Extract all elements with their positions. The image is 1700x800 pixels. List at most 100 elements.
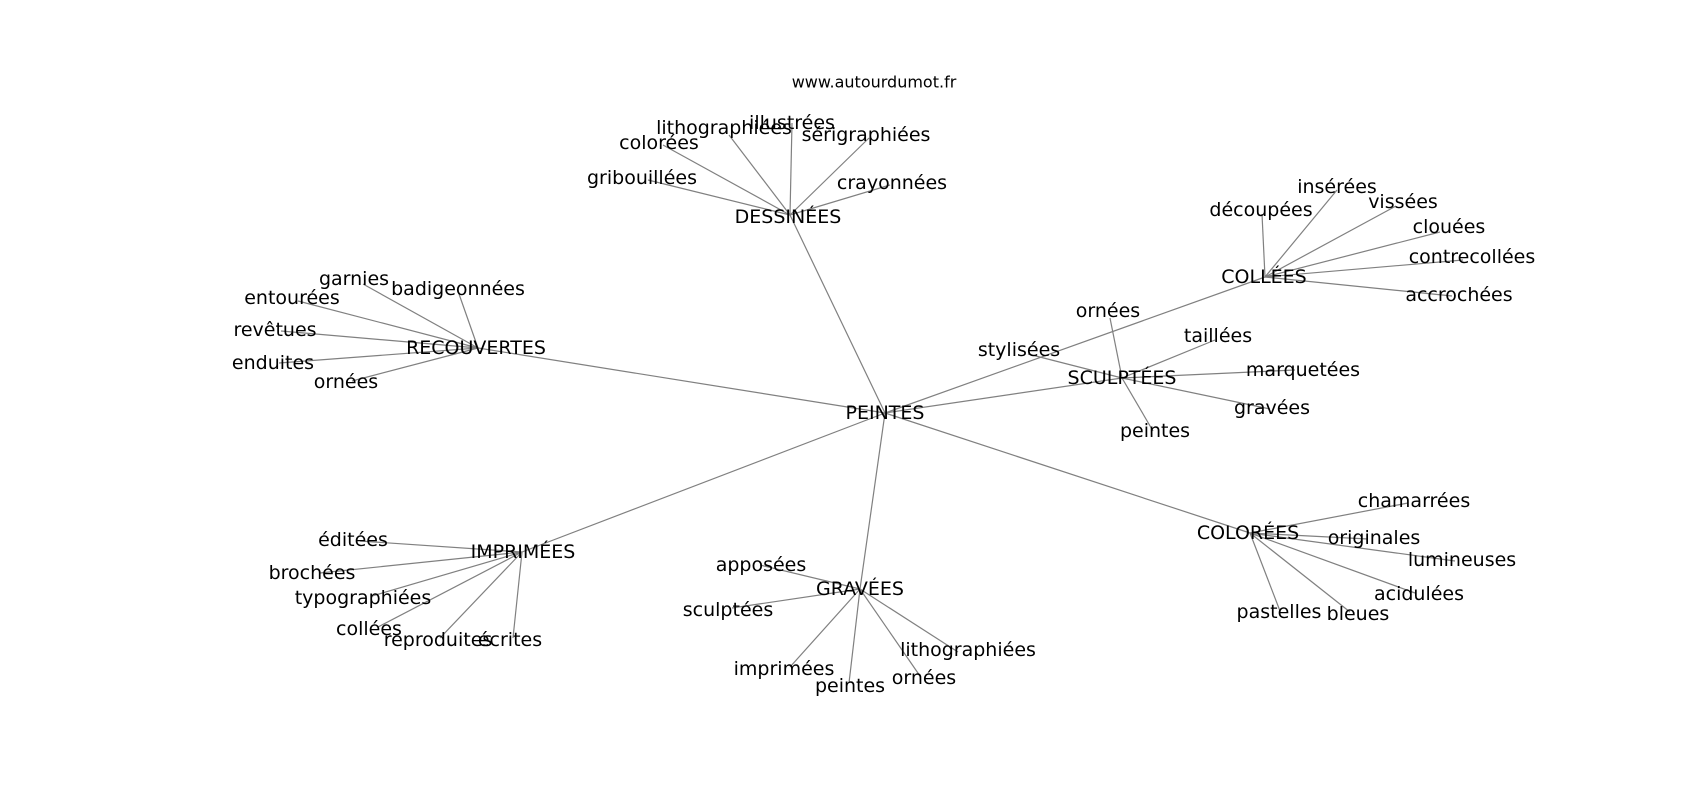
center-node-label[interactable]: PEINTES (846, 402, 925, 424)
leaf-node-label[interactable]: garnies (319, 268, 389, 290)
leaf-node-label[interactable]: ornées (314, 371, 378, 393)
edge-hub-leaf (1264, 276, 1453, 297)
edge-hub-leaf (458, 293, 479, 349)
edge-hub-leaf (1249, 532, 1281, 612)
hub-node-label[interactable]: IMPRIMÉES (471, 540, 576, 563)
leaf-node-label[interactable]: crayonnées (837, 172, 947, 194)
leaf-node-label[interactable]: sculptées (683, 599, 773, 621)
leaf-node-label[interactable]: taillées (1184, 325, 1252, 347)
edge-hub-leaf (759, 564, 861, 590)
edge-hub-leaf (512, 551, 523, 639)
edge-center-hub (521, 412, 886, 553)
edge-hub-leaf (1121, 339, 1216, 379)
edge-hub-leaf (789, 137, 870, 216)
edge-hub-leaf (1249, 532, 1416, 594)
leaf-node-label[interactable]: brochées (269, 562, 356, 584)
labels: PEINTESDESSINÉESillustréeslithographiées… (232, 112, 1535, 697)
leaf-node-label[interactable]: colorées (619, 132, 699, 154)
leaf-node-label[interactable]: acidulées (1374, 583, 1464, 605)
edge-hub-leaf (848, 588, 861, 684)
edge-hub-leaf (297, 300, 479, 349)
leaf-node-label[interactable]: vissées (1368, 191, 1438, 213)
leaf-node-label[interactable]: reproduites (384, 629, 493, 651)
leaf-node-label[interactable]: chamarrées (1358, 490, 1470, 512)
leaf-node-label[interactable]: lithographiées (656, 117, 792, 139)
edge-hub-leaf (1261, 213, 1266, 278)
hub-node-label[interactable]: COLLÉES (1221, 265, 1306, 288)
leaf-node-label[interactable]: peintes (1120, 420, 1190, 442)
leaf-node-label[interactable]: éditées (318, 529, 388, 551)
edge-center-hub (884, 412, 1251, 534)
hub-node-label[interactable]: GRAVÉES (816, 577, 904, 600)
leaf-node-label[interactable]: typographiées (295, 587, 432, 609)
leaf-node-label[interactable]: contrecollées (1409, 246, 1536, 268)
leaf-node-label[interactable]: gravées (1234, 397, 1310, 419)
edge-hub-leaf (280, 330, 479, 349)
edge-hub-leaf (789, 122, 793, 216)
leaf-node-label[interactable]: illustrées (749, 112, 835, 134)
edge-hub-leaf (1249, 532, 1369, 540)
edge-hub-leaf (789, 184, 891, 216)
hub-node-label[interactable]: DESSINÉES (735, 205, 842, 228)
edge-hub-leaf (278, 347, 479, 364)
leaf-node-label[interactable]: lithographiées (900, 639, 1036, 661)
edge-center-hub (884, 377, 1123, 414)
leaf-node-label[interactable]: gribouillées (587, 167, 697, 189)
edge-hub-leaf (731, 588, 861, 609)
edge-hub-leaf (1109, 317, 1123, 379)
edge-hub-leaf (1264, 259, 1464, 278)
edge-hub-leaf (1249, 502, 1409, 534)
edge-hub-leaf (377, 551, 523, 628)
leaf-node-label[interactable]: stylisées (978, 339, 1060, 361)
edge-hub-leaf (439, 551, 523, 639)
leaf-node-label[interactable]: originales (1328, 527, 1421, 549)
edge-center-hub (789, 214, 886, 414)
edge-hub-leaf (1264, 205, 1397, 278)
leaf-node-label[interactable]: clouées (1413, 216, 1486, 238)
edge-hub-leaf (371, 551, 523, 597)
leaf-node-label[interactable]: sérigraphiées (802, 124, 931, 146)
edge-hub-leaf (859, 588, 921, 677)
edge-hub-leaf (662, 144, 791, 216)
edge-center-hub (477, 347, 886, 414)
leaf-node-label[interactable]: apposées (716, 554, 807, 576)
edge-hub-leaf (351, 347, 479, 382)
edge-center-hub (884, 276, 1266, 414)
edge-hub-leaf (1121, 369, 1296, 379)
edge-hub-leaf (1264, 231, 1441, 278)
edge-hub-leaf (859, 588, 959, 653)
edge-hub-leaf (359, 540, 523, 553)
leaf-node-label[interactable]: entourées (244, 287, 340, 309)
leaf-node-label[interactable]: bleues (1327, 603, 1390, 625)
leaf-node-label[interactable]: marquetées (1246, 359, 1360, 381)
edge-hub-leaf (647, 179, 791, 216)
edge-hub-leaf (1121, 377, 1154, 432)
leaf-node-label[interactable]: découpées (1209, 199, 1312, 221)
leaf-node-label[interactable]: imprimées (734, 658, 835, 680)
site-url: www.autourdumot.fr (792, 73, 957, 92)
leaf-node-label[interactable]: enduites (232, 352, 314, 374)
edge-hub-leaf (789, 588, 861, 668)
edge-hub-leaf (319, 551, 523, 574)
edge-hub-leaf (1249, 532, 1351, 613)
edge-hub-leaf (1264, 189, 1338, 278)
leaf-node-label[interactable]: pastelles (1237, 601, 1322, 623)
hub-node-label[interactable]: COLORÉES (1197, 521, 1299, 544)
leaf-node-label[interactable]: badigeonnées (391, 278, 525, 300)
leaf-node-label[interactable]: lumineuses (1408, 549, 1516, 571)
leaf-node-label[interactable]: insérées (1297, 176, 1377, 198)
leaf-node-label[interactable]: ornées (892, 667, 956, 689)
leaf-node-label[interactable]: ornées (1076, 300, 1140, 322)
leaf-node-label[interactable]: écrites (478, 629, 542, 651)
edge-hub-leaf (1121, 377, 1271, 410)
edge-hub-leaf (362, 283, 479, 349)
leaf-node-label[interactable]: accrochées (1405, 284, 1512, 306)
edge-center-hub (859, 412, 886, 590)
edges (278, 122, 1464, 684)
hub-node-label[interactable]: SCULPTÉES (1068, 366, 1177, 389)
leaf-node-label[interactable]: collées (336, 618, 402, 640)
leaf-node-label[interactable]: peintes (815, 675, 885, 697)
leaf-node-label[interactable]: revêtues (233, 319, 316, 341)
hub-node-label[interactable]: RECOUVERTES (406, 337, 546, 359)
